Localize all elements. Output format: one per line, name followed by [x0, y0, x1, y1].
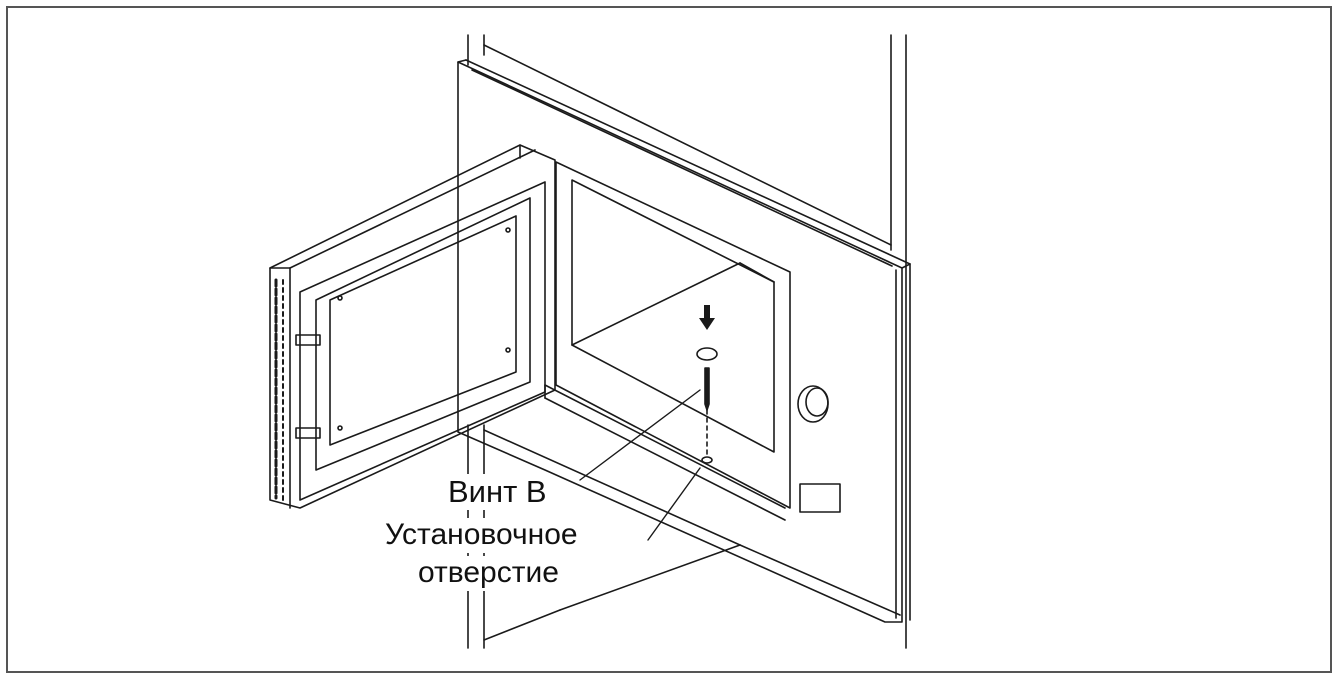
leader-line-screw	[579, 389, 701, 481]
screw-b	[696, 347, 718, 464]
label-mount-hole-line2: отверстие	[416, 556, 561, 591]
washer-icon	[696, 347, 718, 361]
microwave-front-panel	[457, 59, 911, 623]
label-mount-hole-line1: Установочное	[383, 518, 580, 553]
oven-cavity	[544, 161, 791, 521]
mounting-hole	[701, 456, 713, 464]
leader-line-hole	[647, 467, 701, 541]
diagram-frame	[6, 6, 1332, 673]
label-screw-b: Винт B	[446, 474, 549, 510]
control-knob	[797, 385, 829, 423]
microwave-door	[269, 144, 556, 509]
display-window	[799, 483, 841, 513]
arrow-down-icon	[699, 305, 715, 330]
